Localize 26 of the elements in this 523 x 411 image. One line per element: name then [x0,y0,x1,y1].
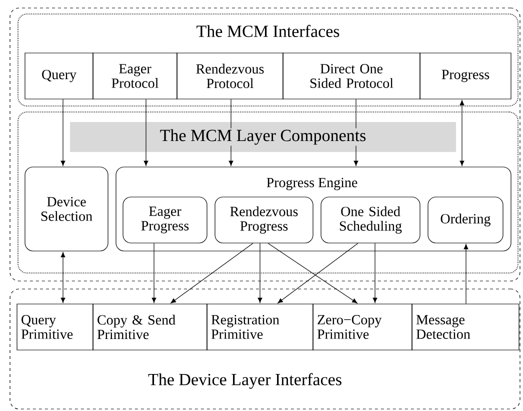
interface-cell: Query Primitive [16,304,94,350]
interface-cell: Progress [420,52,512,100]
arrow [460,100,464,166]
arrow [170,243,254,304]
arrow [258,243,262,303]
arrow [60,252,66,303]
heading-text: The MCM Layer Components [158,128,368,146]
component-box: Rendezvous Progress [214,196,314,244]
interface-cell: Eager Protocol [92,52,178,100]
component-box: Ordering [428,196,504,244]
arrow [144,99,148,166]
interface-cell: Zero−Copy Primitive [312,304,412,350]
arrow [152,243,156,303]
arrow [464,244,468,304]
arrow [60,99,66,166]
interface-cell: Copy & Send Primitive [92,304,208,350]
layer-frame [10,8,520,282]
interface-cell: Message Detection [412,304,520,350]
interface-cell: Direct One Sided Protocol [282,52,420,100]
component-box: Device Selection [24,166,108,252]
interface-cell: Registration Primitive [206,304,314,350]
component-box: One Sided Scheduling [320,196,420,244]
interface-cell: Rendezvous Protocol [176,52,284,100]
component-box: Eager Progress [122,196,208,244]
arrow [372,243,378,303]
interface-cell: Query [24,52,94,100]
